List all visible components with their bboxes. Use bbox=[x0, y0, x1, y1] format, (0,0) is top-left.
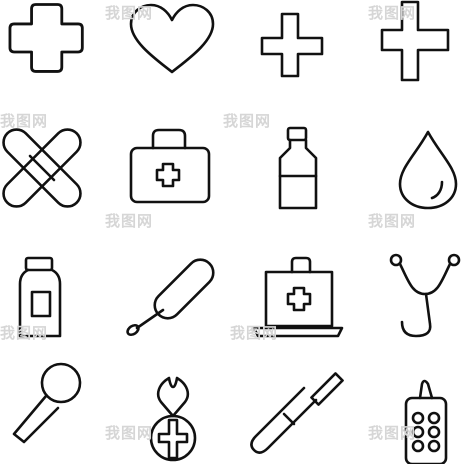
test-tube-icon bbox=[234, 354, 344, 464]
stethoscope-icon bbox=[356, 236, 466, 346]
rounded-cross-icon bbox=[0, 0, 110, 110]
water-drop-icon bbox=[356, 118, 466, 228]
cotton-swab-icon bbox=[117, 236, 227, 346]
first-aid-kit-icon bbox=[117, 118, 227, 228]
female-symbol-cross-icon bbox=[117, 354, 227, 464]
pill-dispenser-icon bbox=[356, 354, 466, 464]
microphone-icon bbox=[0, 354, 110, 464]
medicine-bottle-icon bbox=[234, 118, 344, 228]
small-cross-icon bbox=[234, 0, 344, 110]
large-cross-icon bbox=[356, 0, 466, 110]
medical-sign-board-icon bbox=[234, 236, 344, 346]
medicine-vial-icon bbox=[0, 236, 110, 346]
heart-icon bbox=[117, 0, 227, 110]
crossed-bandages-icon bbox=[0, 118, 110, 228]
